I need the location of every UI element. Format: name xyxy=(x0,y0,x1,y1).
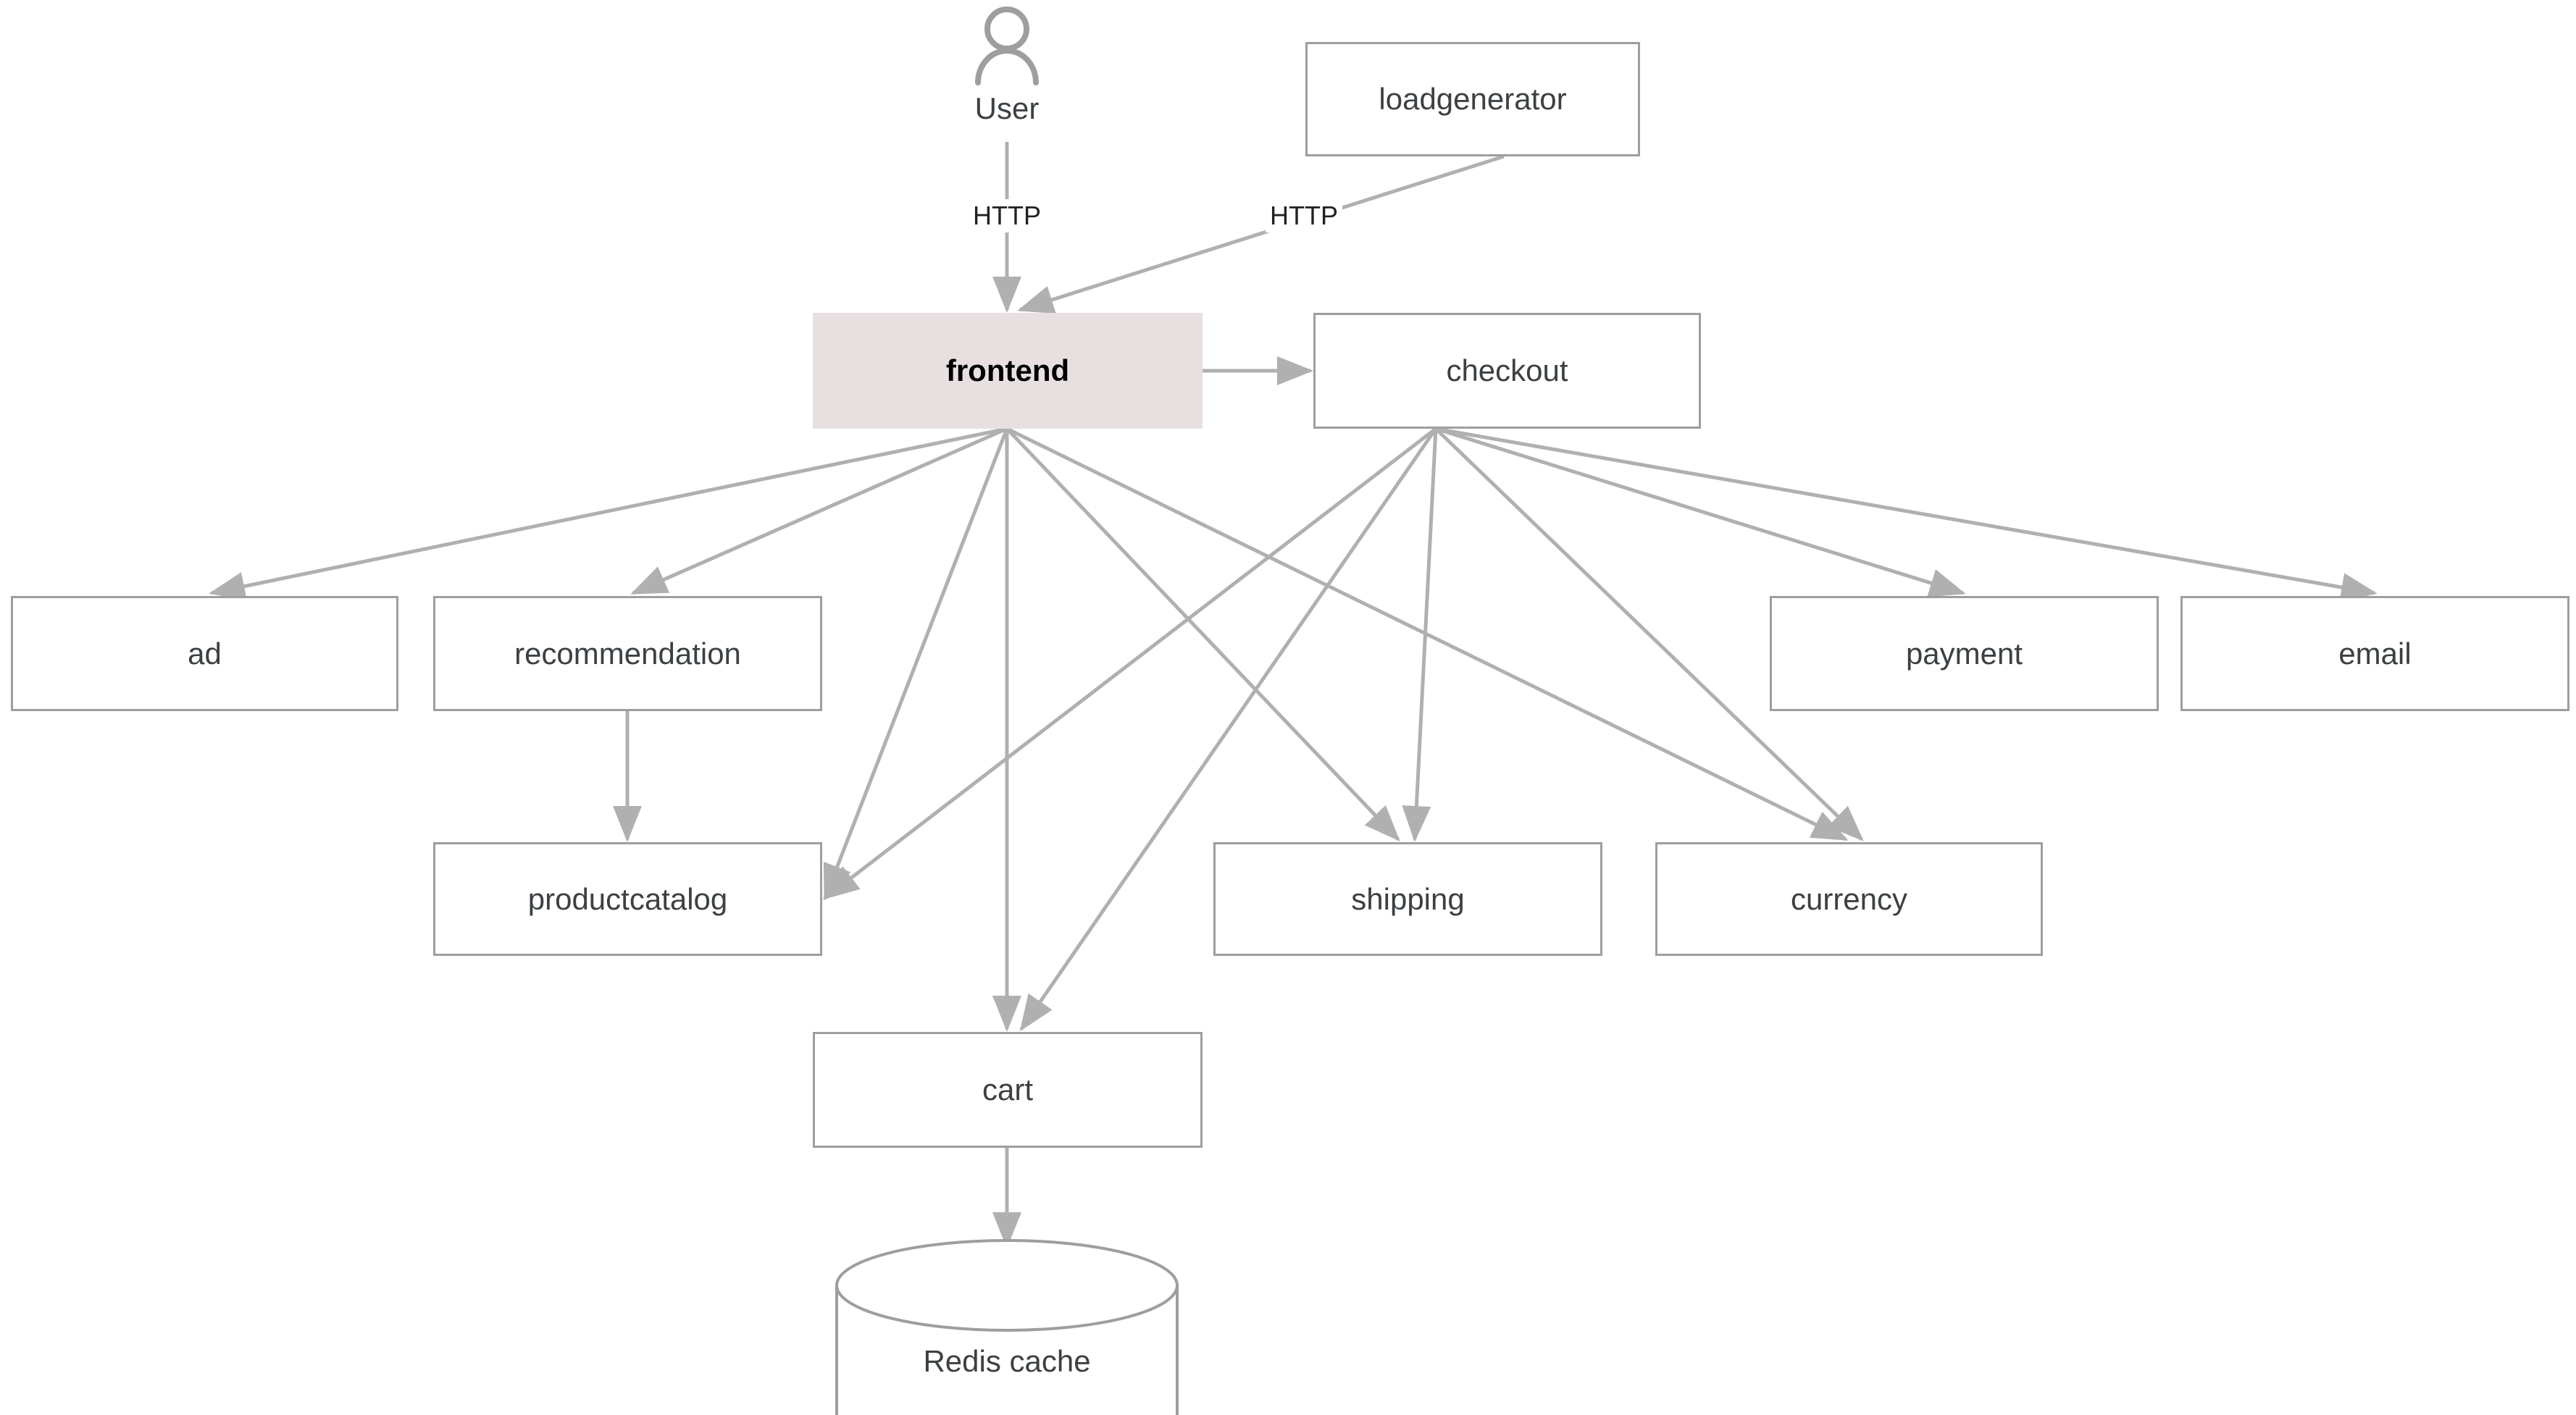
node-checkout[interactable]: checkout xyxy=(1313,313,1701,429)
node-currency-label: currency xyxy=(1790,881,1908,916)
edge-frontend-shipping xyxy=(1005,427,1400,841)
redis-cylinder-shape xyxy=(835,1239,1179,1415)
node-loadgenerator[interactable]: loadgenerator xyxy=(1305,42,1640,156)
node-payment-label: payment xyxy=(1905,636,2023,671)
edge-checkout-currency xyxy=(1434,427,1864,841)
edge-checkout-shipping xyxy=(1402,428,1438,842)
edge-checkout-email xyxy=(1435,427,2378,602)
node-payment[interactable]: payment xyxy=(1770,596,2159,711)
node-shipping-label: shipping xyxy=(1351,881,1465,916)
node-email-label: email xyxy=(2338,636,2412,671)
node-frontend-label: frontend xyxy=(945,353,1070,387)
edge-frontend-productcatalog xyxy=(823,428,1009,901)
node-currency[interactable]: currency xyxy=(1655,842,2043,956)
node-email[interactable]: email xyxy=(2180,596,2569,711)
node-loadgenerator-label: loadgenerator xyxy=(1379,82,1567,116)
node-recommendation-label: recommendation xyxy=(514,636,741,671)
node-frontend[interactable]: frontend xyxy=(813,313,1203,429)
node-cart-label: cart xyxy=(982,1072,1033,1107)
edge-checkout-payment xyxy=(1435,427,1966,597)
node-ad-label: ad xyxy=(188,636,222,671)
node-recommendation[interactable]: recommendation xyxy=(433,596,822,711)
node-ad[interactable]: ad xyxy=(11,596,398,711)
node-productcatalog-label: productcatalog xyxy=(527,881,728,916)
edge-loadgenerator-frontend xyxy=(1017,154,1505,314)
actor-user-label: User xyxy=(974,91,1040,125)
node-cart[interactable]: cart xyxy=(813,1032,1203,1148)
user-icon xyxy=(975,7,1039,85)
node-shipping[interactable]: shipping xyxy=(1213,842,1602,956)
edge-label-loadgenerator-http: HTTP xyxy=(1266,199,1342,232)
edge-label-user-http: HTTP xyxy=(969,199,1045,232)
node-productcatalog[interactable]: productcatalog xyxy=(433,842,822,956)
edge-checkout-productcatalog xyxy=(822,427,1437,900)
actor-user: User xyxy=(949,4,1065,126)
edge-checkout-cart xyxy=(1019,427,1438,1032)
node-redis-label[interactable]: Redis cache xyxy=(923,1344,1091,1378)
edge-frontend-ad xyxy=(209,427,1008,601)
edge-frontend-recommendation xyxy=(630,427,1008,595)
node-checkout-label: checkout xyxy=(1446,353,1568,387)
